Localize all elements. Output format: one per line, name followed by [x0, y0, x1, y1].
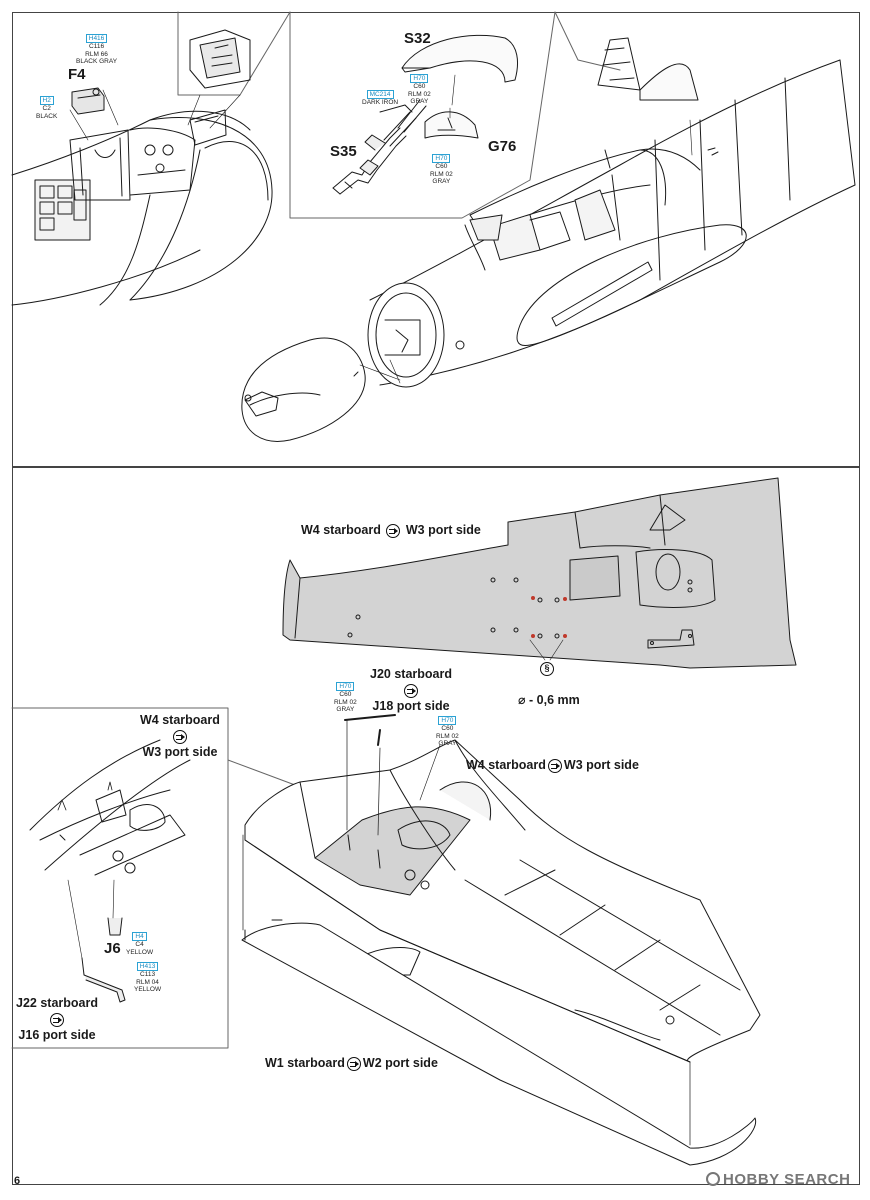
assembly-symbol-icon — [403, 683, 418, 698]
assembly-symbol-icon — [346, 1056, 361, 1071]
paint-name: DARK IRON — [362, 99, 399, 106]
paint-name: BLACK — [36, 112, 58, 120]
fuselage-panel — [12, 12, 860, 467]
diameter-icon: ⌀ — [518, 693, 526, 707]
paint-code: H413 — [136, 962, 159, 971]
paint-callout-s35: MC214 DARK IRON — [362, 90, 398, 107]
paint-name: RLM 04 — [136, 978, 159, 986]
step-b: W3 port side — [142, 745, 218, 759]
part-label-j6: J6 — [104, 940, 121, 957]
paint-name-2: GRAY — [432, 178, 451, 186]
paint-ref: C4 — [135, 941, 144, 948]
fuselage — [241, 11, 856, 442]
step-a: W4 starboard — [140, 713, 220, 727]
paint-name-2: BLACK GRAY — [76, 58, 118, 66]
paint-code: H416 — [85, 34, 108, 43]
paint-code: H70 — [432, 154, 451, 163]
step-a: W4 starboard — [466, 758, 546, 772]
step-label-j22-j16: J22 starboard J16 port side — [16, 996, 98, 1042]
step-b: W3 port side — [405, 523, 481, 537]
page-number: 6 — [14, 1175, 21, 1187]
cockpit-closeup — [11, 11, 291, 306]
paint-name: YELLOW — [126, 948, 154, 956]
paint-ref: C60 — [435, 163, 448, 170]
upper-wing — [282, 477, 797, 669]
step-a: J20 starboard — [370, 667, 452, 681]
step-b: W2 port side — [362, 1056, 438, 1070]
paint-ref: C2 — [42, 105, 51, 112]
paint-ref: C60 — [339, 691, 352, 698]
step-b: W3 port side — [563, 758, 639, 772]
step-a: W4 starboard — [301, 523, 381, 537]
step-a: J22 starboard — [16, 996, 98, 1010]
paint-code: MC214 — [366, 90, 394, 99]
paint-code: H70 — [438, 716, 457, 725]
paint-ref: C60 — [441, 725, 454, 732]
step-b: J16 port side — [18, 1028, 96, 1042]
step-label-inset-w4: W4 starboard W3 port side — [140, 713, 220, 759]
part-label-g76: G76 — [488, 138, 517, 155]
step-a: W1 starboard — [265, 1056, 345, 1070]
paint-name: RLM 02 — [436, 732, 459, 740]
drill-icon: § — [540, 662, 554, 676]
paint-callout-g76: H70 C60 RLM 02 GRAY — [430, 154, 453, 186]
step-label-wing-right: W4 starboard W3 port side — [466, 758, 639, 773]
paint-callout-j22: H413 C113 RLM 04 YELLOW — [134, 962, 161, 994]
watermark-circle-icon — [706, 1172, 720, 1186]
wing-panel — [12, 467, 860, 1185]
paint-callout-f4-top: H416 C116 RLM 66 BLACK GRAY — [76, 34, 117, 66]
assembly-symbol-icon — [49, 1012, 64, 1027]
drill-size: - 0,6 mm — [529, 693, 580, 707]
step-label-j20-j18: J20 starboard J18 port side — [370, 667, 452, 713]
paint-callout-s32: H70 C60 RLM 02 GRAY — [408, 74, 431, 106]
paint-name: RLM 02 — [430, 170, 453, 178]
assembly-symbol-icon — [547, 758, 562, 773]
paint-callout-j6: H4 C4 YELLOW — [126, 932, 153, 956]
step-b: J18 port side — [372, 699, 450, 713]
gun-canopy-detail — [289, 11, 556, 219]
part-label-s35: S35 — [330, 143, 357, 160]
paint-name: RLM 02 — [334, 698, 357, 706]
paint-ref: C60 — [413, 83, 426, 90]
assembly-symbol-icon — [386, 523, 401, 538]
paint-code: H2 — [39, 96, 54, 105]
paint-name-2: YELLOW — [134, 986, 162, 994]
watermark-logo: HOBBY SEARCH — [706, 1171, 850, 1188]
paint-name: RLM 66 — [85, 50, 108, 58]
paint-callout-j20: H70 C60 RLM 02 GRAY — [334, 682, 357, 714]
paint-code: H70 — [410, 74, 429, 83]
drill-note-icon-wrap: § — [540, 660, 554, 676]
paint-callout-f4-side: H2 C2 BLACK — [36, 96, 57, 120]
paint-name-2: GRAY — [336, 706, 355, 714]
watermark-text: HOBBY SEARCH — [723, 1171, 851, 1188]
paint-ref: C113 — [140, 971, 156, 978]
paint-name: RLM 02 — [408, 90, 431, 98]
part-label-s32: S32 — [404, 30, 431, 47]
lower-wing — [241, 714, 761, 1166]
assembly-symbol-icon — [172, 729, 187, 744]
part-label-f4: F4 — [68, 66, 86, 83]
paint-code: H70 — [336, 682, 355, 691]
drill-note: ⌀ - 0,6 mm — [518, 692, 580, 707]
step-label-upper-wing: W4 starboard W3 port side — [301, 523, 481, 538]
paint-code: H4 — [132, 932, 147, 941]
gear-bay-inset — [11, 707, 296, 1049]
paint-name-2: GRAY — [410, 98, 429, 106]
paint-callout-wing-inner: H70 C60 RLM 02 GRAY — [436, 716, 459, 748]
step-label-lower-wing: W1 starboard W2 port side — [265, 1056, 438, 1071]
paint-ref: C116 — [89, 43, 105, 50]
paint-name-2: GRAY — [438, 740, 457, 748]
